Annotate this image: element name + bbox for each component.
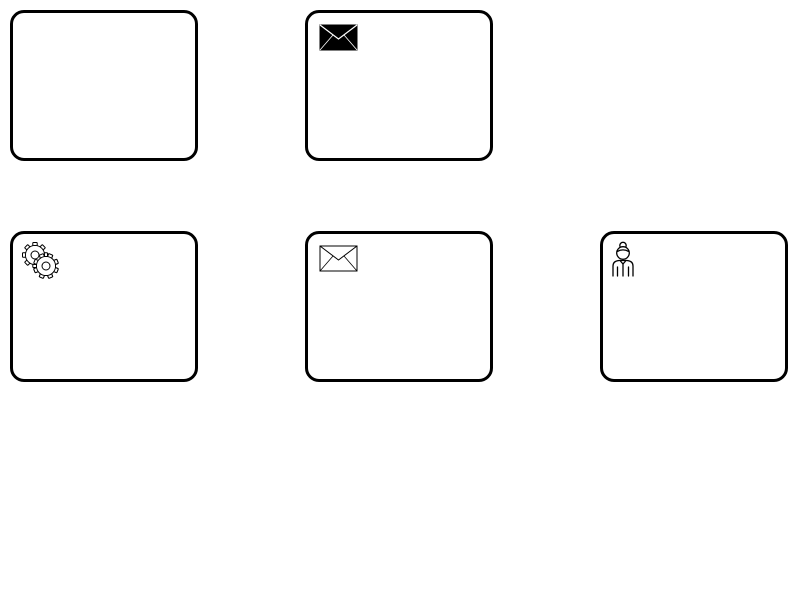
send-task-shape[interactable] xyxy=(305,10,493,161)
envelope-outline-icon xyxy=(319,245,358,272)
envelope-filled-icon xyxy=(319,24,358,51)
service-task-shape[interactable] xyxy=(10,231,198,382)
gears-icon xyxy=(22,242,59,279)
user-icon xyxy=(612,241,634,277)
task-shape[interactable] xyxy=(10,10,198,161)
receive-task-shape[interactable] xyxy=(305,231,493,382)
user-task-shape[interactable] xyxy=(600,231,788,382)
